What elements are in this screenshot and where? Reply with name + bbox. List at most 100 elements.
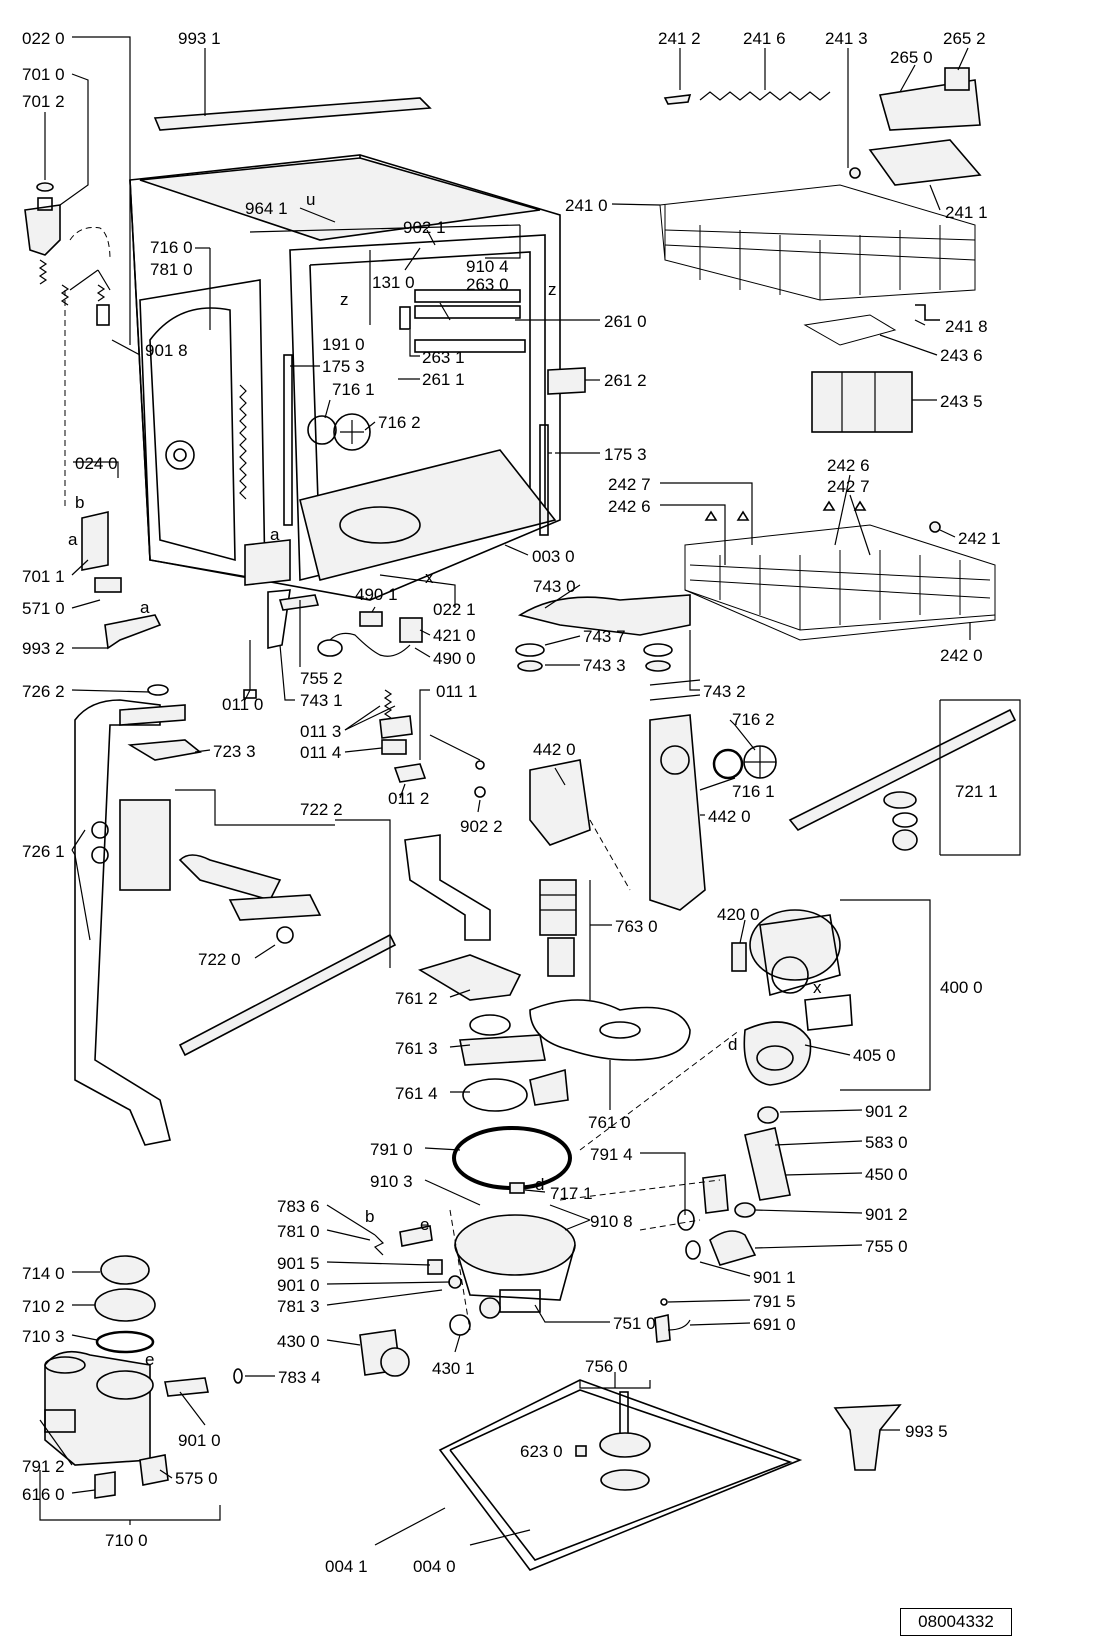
- callout-743-0: 743 0: [533, 577, 576, 596]
- callout-583-0: 583 0: [865, 1133, 908, 1152]
- callout-024-0: 024 0: [75, 454, 118, 473]
- leader-lines: [39, 36, 1021, 1546]
- callout-761-2: 761 2: [395, 989, 438, 1008]
- ref-letter-a-3: a: [270, 525, 280, 544]
- callout-241-0: 241 0: [565, 196, 608, 215]
- callout-781-0: 781 0: [150, 260, 193, 279]
- water-softener-drawing: [44, 1255, 243, 1499]
- callout-901-0-sump: 901 0: [277, 1276, 320, 1295]
- callout-490-0: 490 0: [433, 649, 476, 668]
- callout-761-4: 761 4: [395, 1084, 438, 1103]
- callout-261-1: 261 1: [422, 370, 465, 389]
- callout-743-7: 743 7: [583, 627, 626, 646]
- callout-261-0: 261 0: [604, 312, 647, 331]
- callout-910-4: 910 4: [466, 257, 509, 276]
- callout-755-0: 755 0: [865, 1237, 908, 1256]
- motor-drawing: [654, 909, 853, 1343]
- callout-241-1: 241 1: [945, 203, 988, 222]
- callout-701-0: 701 0: [22, 65, 65, 84]
- callout-964-1: 964 1: [245, 199, 288, 218]
- callout-131-0: 131 0: [372, 273, 415, 292]
- ref-letter-e-1: e: [420, 1215, 429, 1234]
- sump-drawing: [359, 1182, 576, 1377]
- callout-243-5: 243 5: [940, 392, 983, 411]
- callout-716-2-arm: 716 2: [732, 710, 775, 729]
- callout-722-0: 722 0: [198, 950, 241, 969]
- reference-letters: a b a a x z z u d b e e d x: [68, 190, 822, 1369]
- callout-242-6-top: 242 6: [827, 456, 870, 475]
- callout-241-3: 241 3: [825, 29, 868, 48]
- callout-743-2: 743 2: [703, 682, 746, 701]
- ref-letter-a-2: a: [140, 598, 150, 617]
- callout-004-0: 004 0: [413, 1557, 456, 1576]
- callout-623-0: 623 0: [520, 1442, 563, 1461]
- callout-420-0: 420 0: [717, 905, 760, 924]
- callout-901-0-softener: 901 0: [178, 1431, 221, 1450]
- callout-242-7-left: 242 7: [608, 475, 651, 494]
- callout-430-0: 430 0: [277, 1332, 320, 1351]
- callout-722-2: 722 2: [300, 800, 343, 819]
- callout-781-0-sump: 781 0: [277, 1222, 320, 1241]
- callout-993-1: 993 1: [178, 29, 221, 48]
- callout-791-5: 791 5: [753, 1292, 796, 1311]
- ref-letter-x-1: x: [425, 568, 434, 587]
- callout-242-6-left: 242 6: [608, 497, 651, 516]
- callout-022-0: 022 0: [22, 29, 65, 48]
- callout-714-0: 714 0: [22, 1264, 65, 1283]
- callout-400-0: 400 0: [940, 978, 983, 997]
- callout-242-1: 242 1: [958, 529, 1001, 548]
- callout-763-0: 763 0: [615, 917, 658, 936]
- callout-575-0: 575 0: [175, 1469, 218, 1488]
- callout-902-1: 902 1: [403, 218, 446, 237]
- callout-716-0: 716 0: [150, 238, 193, 257]
- ref-letter-z-2: z: [548, 280, 557, 299]
- callout-910-3: 910 3: [370, 1172, 413, 1191]
- callout-901-2-bottom: 901 2: [865, 1205, 908, 1224]
- tub-frame-drawing: [129, 97, 586, 699]
- water-inlet-drawing: [24, 182, 162, 650]
- callout-791-4: 791 4: [590, 1145, 633, 1164]
- callout-490-1: 490 1: [355, 585, 398, 604]
- callout-011-2: 011 2: [388, 789, 429, 808]
- center-hose-drawing: [404, 834, 691, 1190]
- ref-letter-u: u: [306, 190, 315, 209]
- callout-191-0: 191 0: [322, 335, 365, 354]
- callout-421-0: 421 0: [433, 626, 476, 645]
- callout-701-1: 701 1: [22, 567, 65, 586]
- door-lock-drawing: [379, 689, 486, 798]
- callout-242-7-top: 242 7: [827, 477, 870, 496]
- callout-691-0: 691 0: [753, 1315, 796, 1334]
- callout-265-0: 265 0: [890, 48, 933, 67]
- filter-drawing: [539, 879, 577, 977]
- callout-011-0: 011 0: [222, 695, 263, 714]
- callout-716-1-arm: 716 1: [732, 782, 775, 801]
- callout-004-1: 004 1: [325, 1557, 368, 1576]
- callout-710-2: 710 2: [22, 1297, 65, 1316]
- callout-442-0-top: 442 0: [533, 740, 576, 759]
- callout-263-1: 263 1: [422, 348, 465, 367]
- callout-241-2: 241 2: [658, 29, 701, 48]
- callout-242-0: 242 0: [940, 646, 983, 665]
- callout-701-2: 701 2: [22, 92, 65, 111]
- callout-265-2: 265 2: [943, 29, 986, 48]
- callout-726-1: 726 1: [22, 842, 65, 861]
- callout-901-1: 901 1: [753, 1268, 796, 1287]
- callout-791-2: 791 2: [22, 1457, 65, 1476]
- callout-791-0: 791 0: [370, 1140, 413, 1159]
- document-id: 08004332: [918, 1612, 994, 1631]
- document-id-box: 08004332: [900, 1608, 1012, 1636]
- callout-710-3: 710 3: [22, 1327, 65, 1346]
- callout-901-5: 901 5: [277, 1254, 320, 1273]
- callout-241-6: 241 6: [743, 29, 786, 48]
- callout-003-0: 003 0: [532, 547, 575, 566]
- ref-letter-d-1: d: [728, 1035, 737, 1054]
- callout-616-0: 616 0: [22, 1485, 65, 1504]
- ref-letter-e-2: e: [145, 1350, 154, 1369]
- callout-716-1-tub: 716 1: [332, 380, 375, 399]
- callout-761-0: 761 0: [588, 1113, 631, 1132]
- callout-756-0: 756 0: [585, 1357, 628, 1376]
- callout-781-3: 781 3: [277, 1297, 320, 1316]
- ref-letter-d-2: d: [535, 1175, 544, 1194]
- ref-letter-b-2: b: [365, 1207, 374, 1226]
- upper-basket-drawing: [659, 67, 982, 433]
